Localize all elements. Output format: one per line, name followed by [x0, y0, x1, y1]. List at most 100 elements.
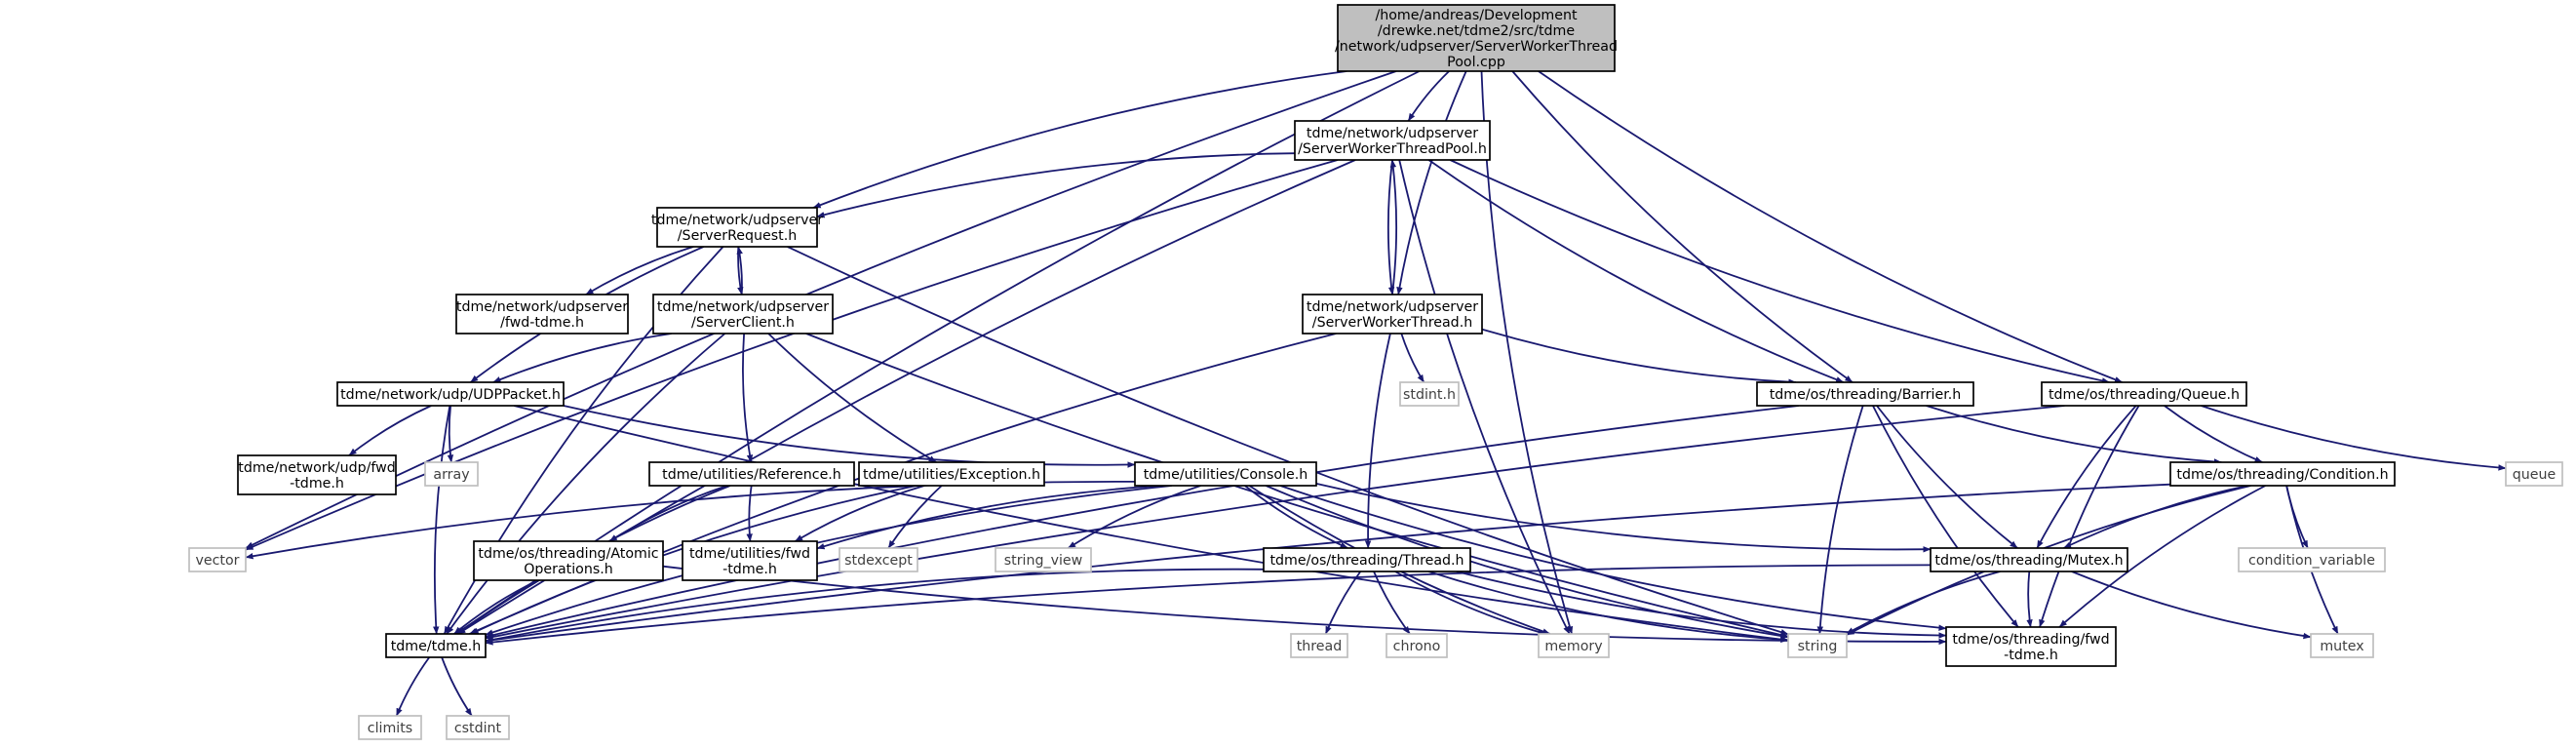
node-label-line: queue: [2513, 467, 2556, 483]
edge-root-to-queue_h: [1538, 70, 2123, 383]
node-label-line: tdme/utilities/fwd: [689, 546, 810, 562]
node-chrono: chrono: [1386, 633, 1448, 658]
node-box: [1399, 381, 1460, 407]
node-label-line: /fwd-tdme.h: [500, 315, 584, 331]
node-box: [2238, 547, 2386, 572]
node-label-line: condition_variable: [2248, 553, 2375, 569]
edge-swtp_h-to-server_request: [816, 152, 1296, 218]
node-fwd-udpserver[interactable]: tdme/network/udpserver/fwd-tdme.h: [455, 294, 629, 335]
edge-console-to-fwd_utilities: [816, 485, 1162, 550]
node-label-line: tdme/os/threading/Thread.h: [1269, 553, 1464, 569]
node-server-request[interactable]: tdme/network/udpserver/ServerRequest.h: [651, 207, 823, 248]
node-label-line: /ServerClient.h: [691, 315, 795, 331]
node-label-line: stdint.h: [1403, 387, 1456, 403]
node-label-line: -tdme.h: [2004, 648, 2058, 663]
edge-udppacket-to-tdme_h: [433, 405, 451, 635]
edge-queue_h-to-tdme_h: [485, 405, 2065, 641]
edge-tdme_h-to-cstdint: [441, 656, 473, 717]
edge-mutex_h-to-mutex: [2071, 571, 2312, 640]
node-label-line: tdme/network/udpserver: [456, 299, 628, 315]
edge-console-to-mutex_h: [1315, 483, 1932, 553]
node-label-line: vector: [195, 553, 239, 569]
edge-console-to-string_view: [1068, 485, 1201, 549]
node-vector: vector: [188, 547, 247, 572]
node-box: [682, 540, 818, 581]
node-box: [1134, 461, 1317, 487]
node-label-line: Operations.h: [524, 562, 613, 577]
edge-console-to-fwd_threading: [1279, 485, 1947, 631]
node-box: [446, 715, 510, 740]
node-fwd-utilities[interactable]: tdme/utilities/fwd-tdme.h: [682, 540, 818, 581]
node-tdme-h[interactable]: tdme/tdme.h: [385, 633, 487, 658]
edge-swtp_h-to-vector: [245, 159, 1339, 551]
node-fwd-threading[interactable]: tdme/os/threading/fwd-tdme.h: [1945, 626, 2117, 667]
node-label-line: /ServerRequest.h: [678, 228, 797, 244]
node-box: [237, 454, 397, 495]
node-box: [652, 294, 834, 335]
node-queue-h[interactable]: tdme/os/threading/Queue.h: [2041, 381, 2247, 407]
node-box: [1787, 633, 1848, 658]
node-box: [424, 461, 479, 487]
node-box: [1538, 633, 1610, 658]
node-string: string: [1787, 633, 1848, 658]
node-stdint-h: stdint.h: [1399, 381, 1460, 407]
edge-barrier-to-mutex_h: [1876, 405, 2018, 549]
edge-queue_h-to-queue: [2201, 405, 2507, 471]
node-thread-h[interactable]: tdme/os/threading/Thread.h: [1263, 547, 1471, 572]
node-mutex-h[interactable]: tdme/os/threading/Mutex.h: [1930, 547, 2128, 572]
node-server-client[interactable]: tdme/network/udpserver/ServerClient.h: [652, 294, 834, 335]
edge-udppacket-to-console: [563, 405, 1136, 468]
edge-swt_h-to-stdint_h: [1400, 333, 1425, 383]
node-box: [336, 381, 565, 407]
node-box: [2505, 461, 2563, 487]
node-label-line: /home/andreas/Development: [1375, 8, 1578, 23]
edge-reference-to-fwd_utilities: [746, 485, 753, 542]
node-label-line: tdme/os/threading/Mutex.h: [1934, 553, 2123, 569]
edge-server_client-to-exception: [767, 333, 937, 463]
node-label-line: tdme/os/threading/Queue.h: [2049, 387, 2240, 403]
edge-swt_h-to-barrier: [1481, 328, 1797, 385]
node-label-line: tdme/os/threading/Barrier.h: [1770, 387, 1962, 403]
edge-condition-to-condition_variable: [2285, 485, 2309, 549]
edge-mutex_h-to-tdme_h: [485, 564, 1932, 646]
node-label-line: tdme/tdme.h: [391, 639, 482, 654]
edge-server_request-to-string: [787, 246, 1789, 636]
edge-udppacket-to-fwd_udp: [348, 405, 432, 456]
node-fwd-udp[interactable]: tdme/network/udp/fwd-tdme.h: [237, 454, 397, 495]
edge-tdme_h-to-climits: [395, 656, 431, 717]
node-udppacket[interactable]: tdme/network/udp/UDPPacket.h: [336, 381, 565, 407]
node-label-line: -tdme.h: [722, 562, 777, 577]
edge-queue_h-to-mutex_h: [2036, 405, 2137, 549]
node-label-line: /network/udpserver/ServerWorkerThread: [1335, 39, 1618, 55]
node-root[interactable]: /home/andreas/Development/drewke.net/tdm…: [1335, 4, 1618, 72]
edge-root-to-server_request: [812, 70, 1347, 209]
node-box: [1294, 120, 1491, 161]
edge-server_client-to-server_request: [736, 246, 743, 295]
node-swtp-h[interactable]: tdme/network/udpserver/ServerWorkerThrea…: [1294, 120, 1491, 161]
edge-barrier-to-string: [1816, 405, 1864, 635]
node-memory: memory: [1538, 633, 1610, 658]
node-barrier[interactable]: tdme/os/threading/Barrier.h: [1756, 381, 1974, 407]
node-label-line: climits: [368, 721, 412, 736]
edges-layer: [245, 70, 2507, 717]
edge-root-to-swtp_h: [1407, 70, 1450, 122]
node-box: [1756, 381, 1974, 407]
node-exception[interactable]: tdme/utilities/Exception.h: [858, 461, 1045, 487]
edge-console-to-string: [1266, 485, 1789, 640]
node-label-line: tdme/network/udpserver: [651, 213, 823, 228]
node-label-line: tdme/network/udpserver: [1307, 126, 1478, 141]
edge-atomic-to-tdme_h: [453, 579, 539, 635]
edge-thread_h-to-chrono: [1373, 571, 1411, 635]
node-reference[interactable]: tdme/utilities/Reference.h: [648, 461, 855, 487]
node-condition[interactable]: tdme/os/threading/Condition.h: [2169, 461, 2396, 487]
node-label-line: memory: [1544, 639, 1602, 654]
node-box: [1930, 547, 2128, 572]
node-box: [1302, 294, 1483, 335]
node-queue: queue: [2505, 461, 2563, 487]
edge-swtp_h-to-swt_h: [1386, 159, 1395, 295]
edge-thread_h-to-memory: [1394, 571, 1546, 636]
edge-server_client-to-reference: [742, 333, 754, 463]
node-console[interactable]: tdme/utilities/Console.h: [1134, 461, 1317, 487]
node-swt-h[interactable]: tdme/network/udpserver/ServerWorkerThrea…: [1302, 294, 1483, 335]
